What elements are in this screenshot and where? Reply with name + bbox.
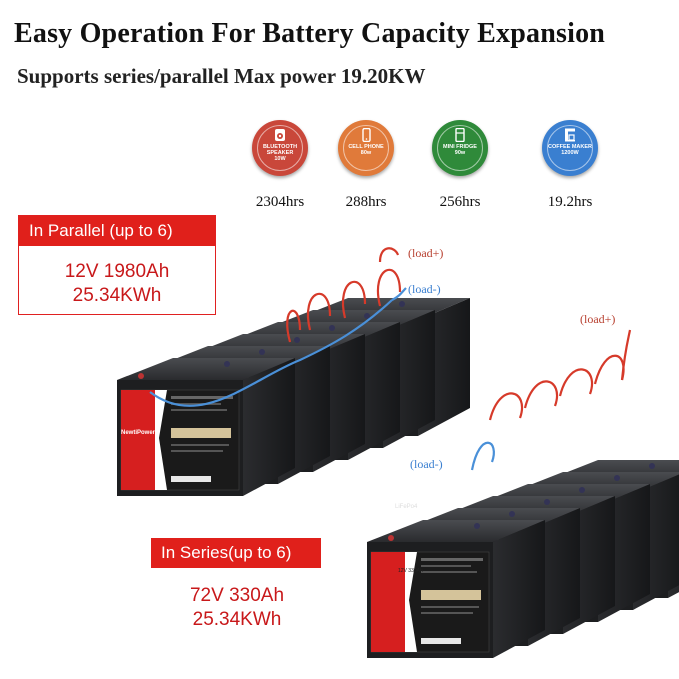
speaker-icon	[275, 129, 285, 141]
fridge-icon	[455, 128, 465, 142]
page-title: Easy Operation For Battery Capacity Expa…	[14, 18, 606, 49]
page-subtitle: Supports series/parallel Max power 19.20…	[17, 64, 426, 88]
device-name: COFFEE MAKER	[548, 144, 592, 150]
parallel-info-box: In Parallel (up to 6) 12V 1980Ah 25.34KW…	[18, 215, 216, 315]
battery-rating-label: 12V 330Ah	[398, 568, 423, 574]
device-power: 90w	[454, 150, 466, 156]
series-load-positive-label: (load+)	[580, 312, 616, 326]
battery-brand-label: NewtiPower	[121, 430, 156, 436]
battery-brand-label: NewtiPower	[355, 480, 390, 486]
device-hours: 19.2hrs	[547, 194, 593, 210]
battery-model-label: LiFePo4	[395, 504, 418, 510]
device-hours: 256hrs	[439, 194, 481, 210]
series-voltage-capacity: 72V 330Ah	[189, 585, 285, 606]
device-power: 1200W	[561, 150, 579, 156]
device-hours: 288hrs	[345, 194, 387, 210]
device-name: CELL PHONE	[348, 144, 384, 150]
device-hours: 2304hrs	[255, 194, 305, 210]
parallel-heading: In Parallel (up to 6)	[19, 216, 215, 246]
series-energy: 25.34KWh	[192, 609, 282, 630]
series-heading: In Series(up to 6)	[151, 538, 321, 568]
series-load-negative-label: (load-)	[410, 457, 443, 471]
device-power: 80w	[360, 150, 372, 156]
series-wires	[470, 329, 632, 471]
coffee-maker-icon	[565, 128, 575, 142]
parallel-load-positive-label: (load+)	[408, 246, 444, 260]
phone-icon	[362, 128, 371, 142]
series-info-box: In Series(up to 6) 72V 330Ah 25.34KWh	[150, 537, 324, 639]
device-name: MINI FRIDGE	[443, 144, 477, 150]
series-battery-group	[366, 459, 679, 659]
device-name: BLUETOOTH SPEAKER	[262, 144, 298, 156]
parallel-load-negative-label: (load-)	[408, 282, 441, 296]
parallel-energy: 25.34KWh	[72, 285, 162, 306]
parallel-voltage-capacity: 12V 1980Ah	[64, 261, 170, 282]
device-power: 10W	[274, 156, 286, 162]
